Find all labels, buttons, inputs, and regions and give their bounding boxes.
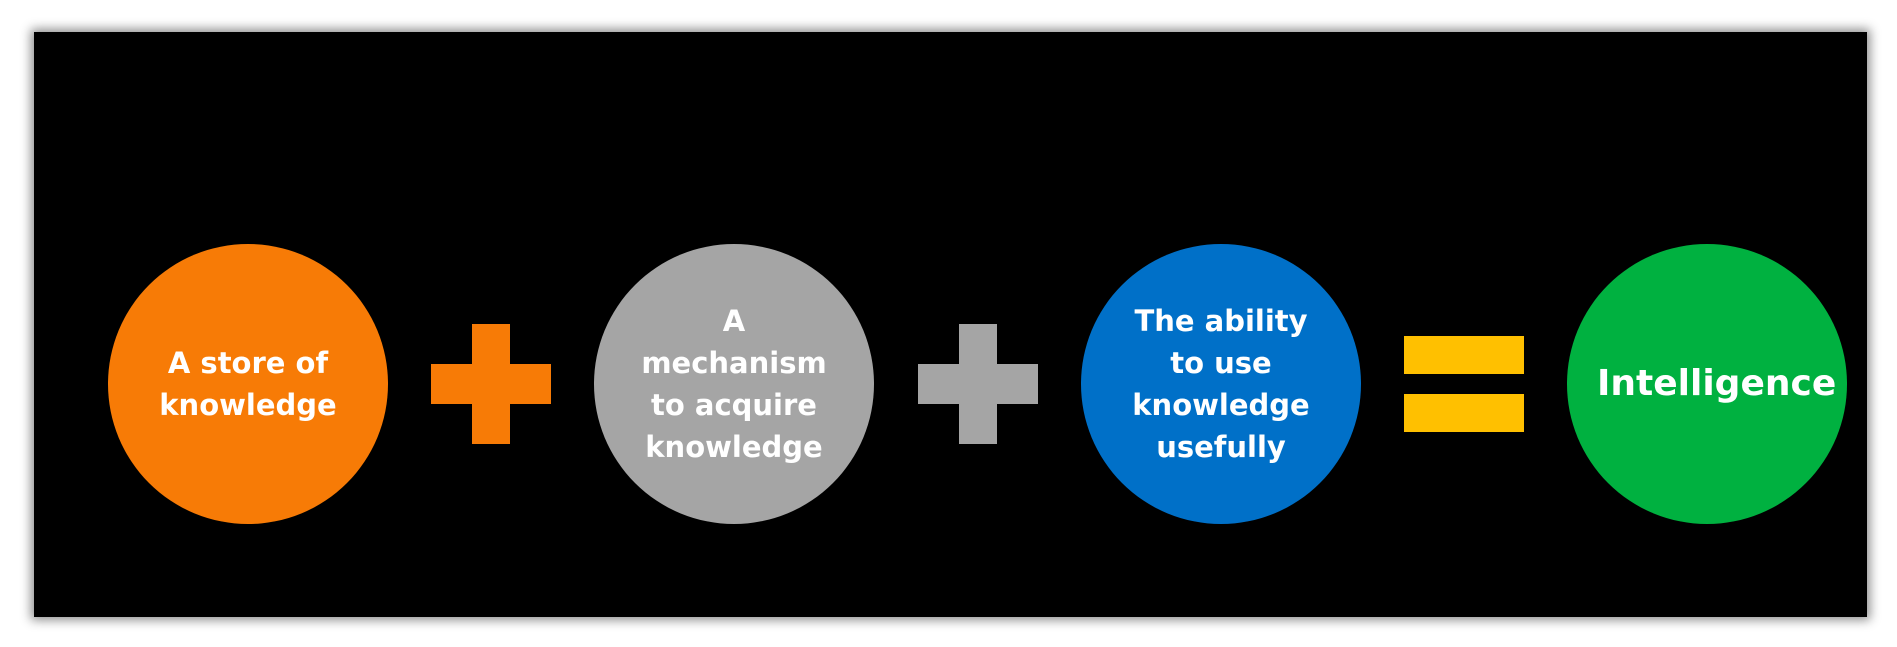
plus-vertical-bar [959, 324, 997, 444]
circle-intelligence: Intelligence [1567, 244, 1847, 524]
circle-store-of-knowledge: A store of knowledge [108, 244, 388, 524]
circle-label: A mechanism to acquire knowledge [641, 304, 827, 464]
equals-bottom-bar [1404, 394, 1524, 432]
circle-label: A store of knowledge [159, 346, 337, 422]
circle-ability-to-use-knowledge: The ability to use knowledge usefully [1081, 244, 1361, 524]
plus-vertical-bar [472, 324, 510, 444]
circle-mechanism-to-acquire-knowledge: A mechanism to acquire knowledge [594, 244, 874, 524]
circle-label: The ability to use knowledge usefully [1132, 304, 1310, 464]
equals-top-bar [1404, 336, 1524, 374]
circle-label: Intelligence [1597, 363, 1837, 404]
equals-icon [1404, 336, 1524, 432]
plus-icon [431, 324, 551, 444]
plus-icon [918, 324, 1038, 444]
diagram-panel: A store of knowledge A mechanism to acqu… [34, 32, 1867, 617]
